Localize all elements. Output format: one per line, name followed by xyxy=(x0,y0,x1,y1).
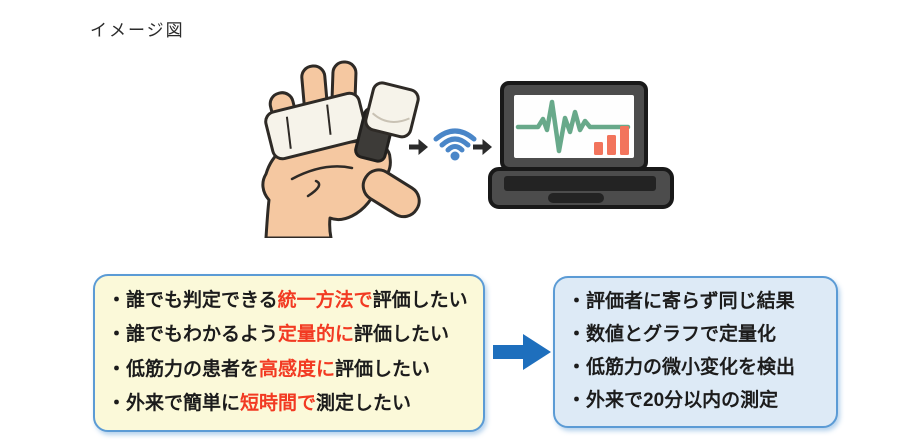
item-text: ・低筋力の微小変化を検出 xyxy=(567,357,796,379)
page-title: イメージ図 xyxy=(90,21,185,40)
list-item: ・低筋力の患者を高感度に評価したい xyxy=(95,359,483,382)
list-item: ・低筋力の微小変化を検出 xyxy=(555,357,836,380)
list-item: ・数値とグラフで定量化 xyxy=(555,324,836,347)
bar-chart xyxy=(594,126,629,155)
item-text: 評価したい xyxy=(372,289,468,311)
item-text: 測定したい xyxy=(316,393,412,415)
list-item: ・外来で簡単に短時間で測定したい xyxy=(95,393,483,416)
hand-sensor-illustration xyxy=(261,60,421,238)
item-text: ・数値とグラフで定量化 xyxy=(567,324,777,346)
item-text: ・誰でもわかるよう xyxy=(107,324,279,346)
item-text: ・外来で20分以内の測定 xyxy=(567,390,779,412)
right-arrow-icon xyxy=(473,139,492,155)
finger-band xyxy=(264,91,368,161)
list-item: ・評価者に寄らず同じ結果 xyxy=(555,291,836,314)
palm xyxy=(261,138,392,238)
palm-creases xyxy=(290,165,354,198)
item-text: ・誰でも判定できる xyxy=(107,289,278,311)
waveform-chart xyxy=(515,99,631,154)
item-text: 評価したい xyxy=(335,358,431,380)
list-item: ・外来で20分以内の測定 xyxy=(555,390,836,413)
thumb xyxy=(361,168,421,219)
needs-box: ・誰でも判定できる統一方法で評価したい ・誰でもわかるよう定量的に評価したい ・… xyxy=(93,274,485,432)
outcomes-box: ・評価者に寄らず同じ結果 ・数値とグラフで定量化 ・低筋力の微小変化を検出 ・外… xyxy=(553,276,838,428)
list-item: ・誰でもわかるよう定量的に評価したい xyxy=(95,324,483,347)
item-text: ・外来で簡単に xyxy=(107,393,241,415)
wifi-icon xyxy=(433,128,477,161)
item-highlight-text: 定量的に xyxy=(278,324,355,346)
right-arrow-icon xyxy=(409,139,428,155)
sensor-cube xyxy=(364,81,420,139)
laptop-illustration xyxy=(488,81,674,209)
laptop-screen xyxy=(514,95,634,158)
item-text: ・低筋力の患者を xyxy=(107,358,260,380)
laptop-touchpad xyxy=(548,193,604,203)
item-text: ・評価者に寄らず同じ結果 xyxy=(567,291,795,313)
item-highlight-text: 統一方法で xyxy=(277,289,373,311)
item-highlight-text: 短時間で xyxy=(240,393,317,415)
list-item: ・誰でも判定できる統一方法で評価したい xyxy=(95,290,483,313)
laptop-keyboard xyxy=(504,176,656,191)
item-highlight-text: 高感度に xyxy=(259,358,336,380)
item-text: 評価したい xyxy=(354,324,450,346)
transform-arrow-icon xyxy=(493,334,551,370)
